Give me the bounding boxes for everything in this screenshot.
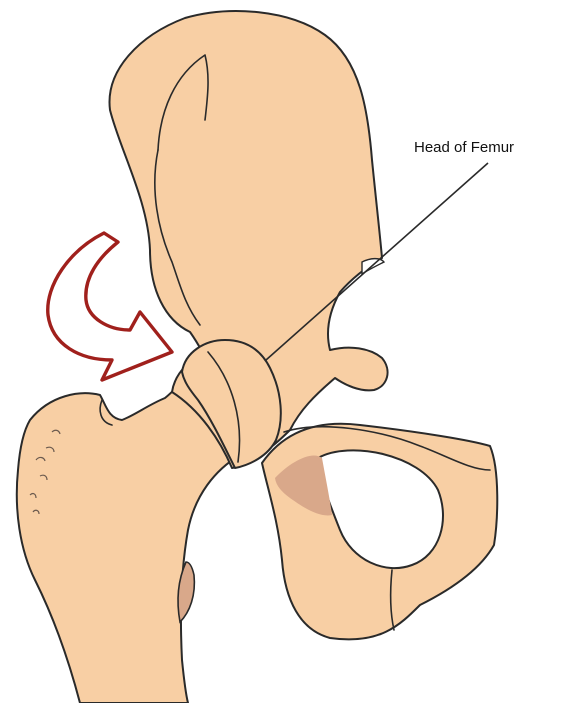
leader-line bbox=[265, 162, 489, 361]
pelvis-seam bbox=[389, 569, 395, 631]
ischium-line bbox=[283, 425, 491, 471]
lesser-trochanter bbox=[177, 561, 196, 624]
curved-arrow-icon bbox=[46, 231, 174, 382]
acetabulum-rim bbox=[207, 351, 241, 463]
femur-head bbox=[181, 339, 282, 469]
ilium-rim bbox=[154, 149, 201, 326]
label-head-of-femur: Head of Femur bbox=[414, 139, 514, 156]
pelvis-shadow bbox=[275, 455, 332, 516]
trochanter-markings bbox=[29, 429, 61, 515]
femur-shaft bbox=[15, 377, 241, 703]
obturator-foramen bbox=[317, 449, 444, 570]
ilium-contour bbox=[157, 54, 209, 151]
trochanter-detail bbox=[99, 399, 113, 426]
